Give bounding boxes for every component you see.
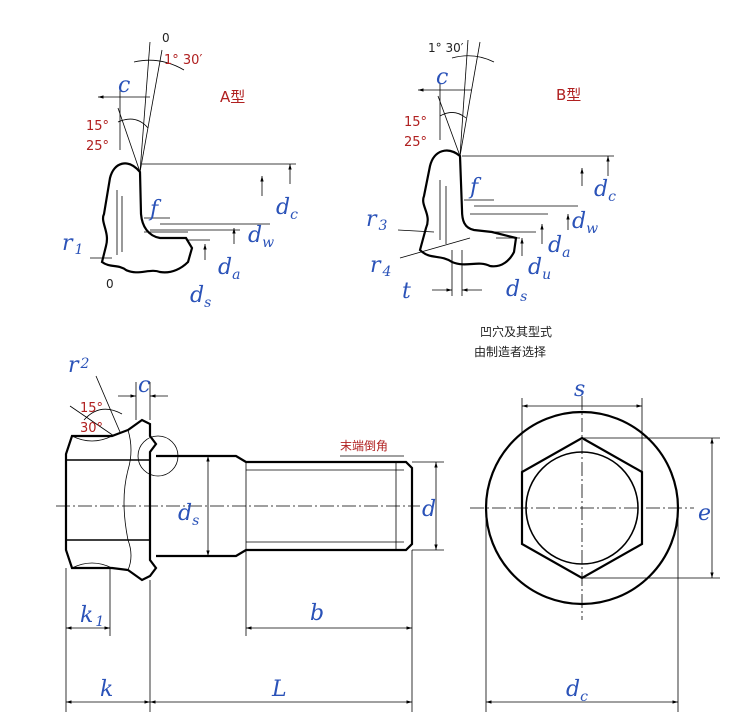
- side-k-label: k: [100, 677, 113, 702]
- type-b-title: B型: [556, 86, 581, 104]
- type-a-title: A型: [220, 88, 245, 106]
- side-L-label: L: [271, 677, 287, 702]
- note-line-2: 由制造者选择: [474, 345, 546, 359]
- type-a-dw-label: dw: [248, 223, 274, 251]
- type-b-angle-25: 25°: [404, 135, 427, 150]
- side-b-label: b: [310, 601, 324, 626]
- hex-head-outline: [64, 418, 158, 582]
- type-a-dc-label: dc: [276, 195, 298, 223]
- type-b-c-label: c: [436, 65, 448, 90]
- type-b-angle-1-30: 1° 30′: [428, 41, 464, 55]
- type-b-da-label: da: [548, 233, 570, 261]
- type-a-ds-label: ds: [190, 283, 211, 311]
- side-c-label: c: [138, 373, 150, 398]
- end-e-label: e: [698, 501, 711, 526]
- type-b-angle-15: 15°: [404, 115, 427, 130]
- type-a-c-label: c: [118, 73, 130, 98]
- detail-circle: [137, 435, 179, 477]
- type-a-da-label: da: [218, 255, 240, 283]
- type-b-du-label: du: [528, 255, 551, 283]
- type-b-dc-label: dc: [594, 177, 616, 205]
- side-d-label: d: [422, 497, 436, 522]
- side-end-chamfer: 末端倒角: [340, 439, 388, 453]
- type-b-dw-label: dw: [572, 209, 598, 237]
- end-view: [470, 396, 720, 712]
- type-b-t-label: t: [402, 279, 411, 304]
- type-b-ds-label: ds: [506, 277, 527, 305]
- type-b-f-label: f: [468, 175, 482, 200]
- side-angle-15: 15°: [80, 401, 103, 416]
- type-a-angle-25: 25°: [86, 139, 109, 154]
- type-b-section-outline: [418, 149, 518, 268]
- type-a-section-outline: [100, 162, 194, 274]
- detail-type-b: [397, 39, 614, 296]
- note-line-1: 凹穴及其型式: [480, 324, 552, 339]
- type-a-angle-arc: [133, 59, 185, 71]
- type-a-angle-1-30: 1° 30′: [164, 53, 202, 68]
- side-angle-30: 30°: [80, 421, 103, 436]
- type-a-angle-0: 0: [162, 31, 170, 45]
- side-view: [56, 375, 444, 712]
- side-ds-label: ds: [178, 501, 199, 529]
- type-a-angle-15: 15°: [86, 119, 109, 134]
- end-dc-label: dc: [566, 677, 588, 705]
- type-a-angle-line: [139, 49, 163, 173]
- type-a-bottom-0: 0: [106, 277, 114, 291]
- detail-type-a: [90, 41, 296, 274]
- end-s-label: s: [574, 377, 585, 402]
